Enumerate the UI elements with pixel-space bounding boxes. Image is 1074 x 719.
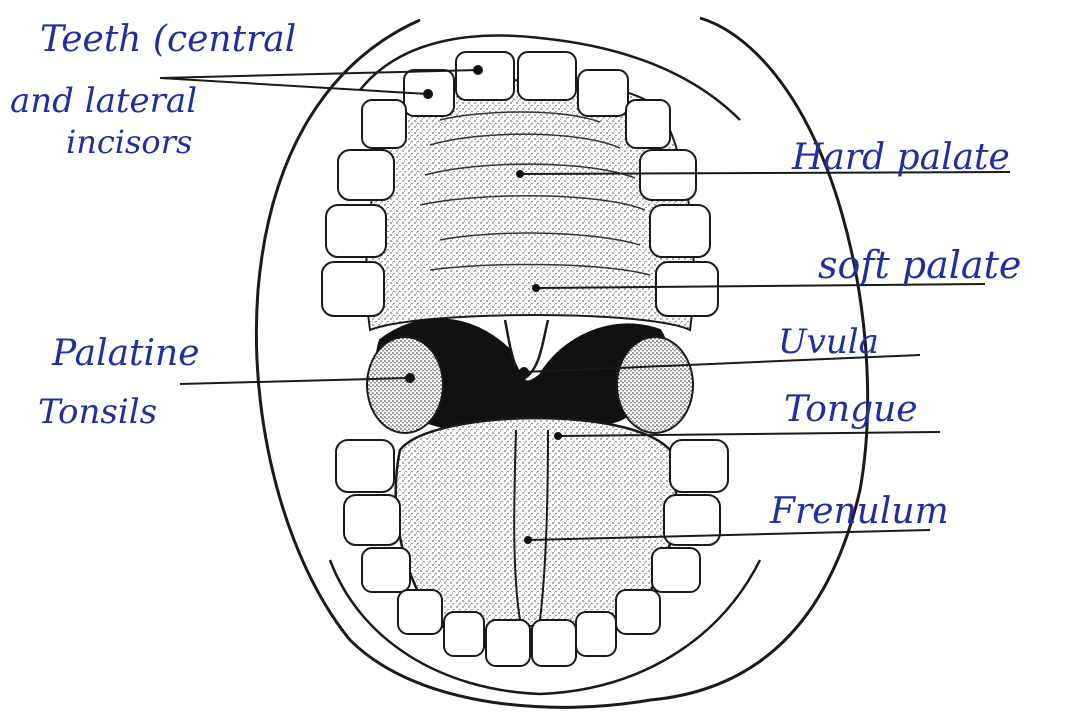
hard-palate-label: Hard palate	[792, 140, 1010, 176]
palatine-tonsils-label: Palatine	[52, 336, 200, 372]
teeth-label: Teeth (central	[40, 22, 296, 58]
frenulum-label: Frenulum	[770, 494, 949, 530]
uvula-label: Uvula	[778, 325, 879, 359]
palatine-tonsils-label-line2: Tonsils	[38, 395, 157, 429]
left-tonsil	[367, 337, 443, 433]
soft-palate-label: soft palate	[818, 246, 1021, 284]
teeth-label-line3: incisors	[66, 126, 192, 158]
teeth-label-line2: and lateral	[10, 84, 197, 118]
right-tonsil	[617, 337, 693, 433]
tongue-label: Tongue	[784, 392, 918, 428]
